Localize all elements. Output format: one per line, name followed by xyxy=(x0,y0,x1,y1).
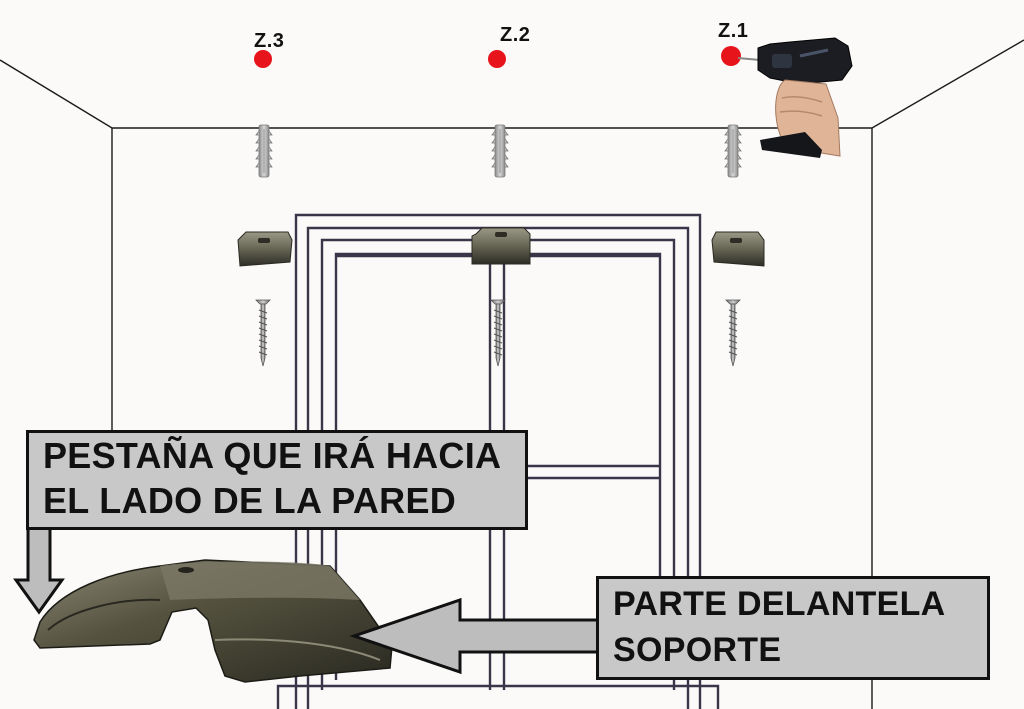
drill-points xyxy=(254,46,741,68)
callout-tab-toward-wall: PESTAÑA QUE IRÁ HACIA EL LADO DE LA PARE… xyxy=(26,430,528,530)
drill-point-z3 xyxy=(254,50,272,68)
zone-label-z2: Z.2 xyxy=(500,24,531,46)
drill-icon xyxy=(737,37,853,158)
bracket-icon xyxy=(711,231,765,267)
wall-plug-icon xyxy=(255,124,273,178)
screw-icon xyxy=(255,299,271,367)
zone-label-z1: Z.1 xyxy=(718,20,749,42)
callout-tab-line2: EL LADO DE LA PARED xyxy=(43,480,457,521)
wall-plugs xyxy=(255,124,742,178)
arrow-icon xyxy=(349,597,602,675)
drill-point-z2 xyxy=(488,50,506,68)
bracket-closeup xyxy=(33,559,393,683)
wall-plug-icon xyxy=(491,124,509,178)
zone-label-z3: Z.3 xyxy=(254,30,285,52)
screw-icon xyxy=(725,299,741,367)
wall-plug-icon xyxy=(724,124,742,178)
bracket-icon xyxy=(471,227,531,265)
bracket-icon xyxy=(237,231,293,267)
callout-tab-line1: PESTAÑA QUE IRÁ HACIA xyxy=(43,435,502,476)
callout-front-part: PARTE DELANTELA SOPORTE xyxy=(596,576,990,680)
callout-front-line2: SOPORTE xyxy=(613,631,782,669)
screws xyxy=(255,299,741,367)
brackets xyxy=(237,227,765,267)
arrow-icon xyxy=(13,526,65,615)
drill-point-z1 xyxy=(721,46,741,66)
callout-front-line1: PARTE DELANTELA xyxy=(613,585,946,623)
